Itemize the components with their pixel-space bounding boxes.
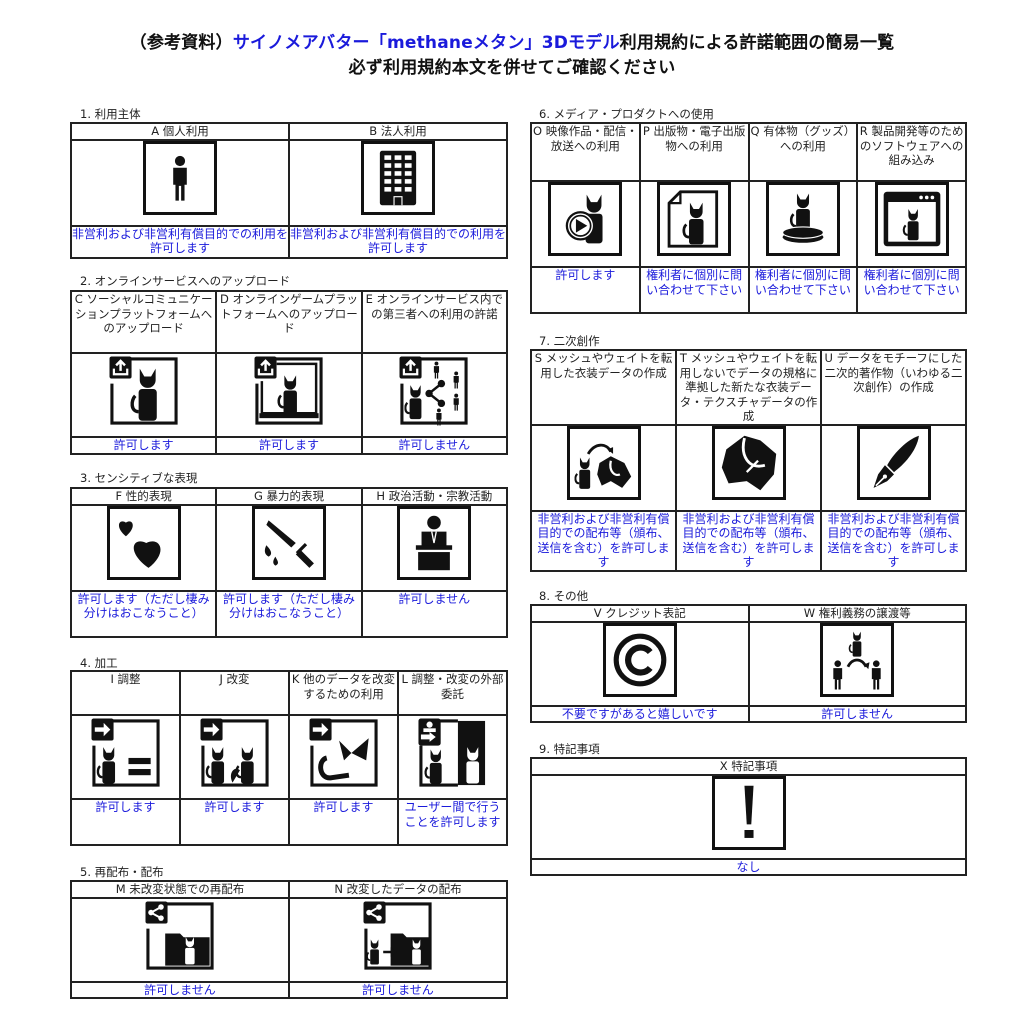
result-game-platform-upload: 許可します: [215, 436, 363, 455]
header-physical-goods: Q 有体物（グッズ）への利用: [747, 122, 859, 182]
building-icon: [361, 140, 435, 215]
result-special-notes: なし: [530, 857, 967, 876]
header-credit-notation: V クレジット表記: [530, 604, 750, 623]
header-video-streaming: O 映像作品・配信・放送への利用: [530, 122, 641, 182]
result-corporate-use: 非営利および非営利有償目的での利用を許可します: [288, 224, 508, 259]
result-credit-notation: 不要ですがあると嬉しいです: [530, 704, 750, 723]
result-physical-goods: 権利者に個別に問い合わせて下さい: [747, 266, 859, 314]
outsource-icon: [415, 716, 490, 790]
section-label-media-products: 6. メディア・プロダクトへの使用: [539, 107, 714, 121]
header-corporate-use: B 法人利用: [288, 122, 508, 141]
result-rights-transfer: 許可しません: [747, 704, 967, 723]
table-media-products: O 映像作品・配信・放送への利用 P 出版物・電子出版物への利用 Q 有体物（グ…: [530, 122, 967, 314]
header-social-platform-upload: C ソーシャルコミュニケーションプラットフォームへのアップロード: [69, 290, 218, 354]
header-game-platform-upload: D オンラインゲームプラットフォームへのアップロード: [215, 290, 363, 354]
result-publications: 権利者に個別に問い合わせて下さい: [638, 266, 750, 314]
header-unmodified-redistribution: M 未改変状態での再配布: [70, 880, 290, 899]
result-violent-expression: 許可します（ただし棲み分けはおこなうこと）: [215, 589, 363, 638]
section-label-sensitive-expression: 3. センシティブな表現: [80, 471, 198, 485]
title-product-name: サイノメアバター「methaneメタン」3Dモデル: [232, 33, 620, 53]
result-video-streaming: 許可します: [530, 266, 641, 314]
header-modification: J 改変: [179, 670, 290, 716]
result-clothing-with-mesh: 非営利および非営利有償目的での配布等（頒布、送信を含む）を許可します: [530, 509, 677, 572]
figure-goods-icon: [765, 182, 840, 256]
knife-icon: [251, 505, 326, 580]
modify-avatar-icon: [197, 716, 272, 790]
result-unmodified-redistribution: 許可しません: [70, 980, 290, 999]
result-third-party-license: 許可しません: [360, 436, 509, 455]
transfer-rights-icon: [820, 622, 895, 697]
avatar-to-clothing-icon: [566, 425, 641, 500]
upload-avatar-icon: [106, 354, 181, 428]
table-processing: I 調整 J 改変 K 他のデータを改変するための利用 L 調整・改変の外部委託: [70, 670, 508, 846]
share-folder-icon: [143, 898, 217, 973]
header-political-religious: H 政治活動・宗教活動: [360, 487, 509, 506]
video-play-icon: [548, 182, 623, 256]
header-publications: P 出版物・電子出版物への利用: [638, 122, 750, 182]
header-modified-distribution: N 改変したデータの配布: [288, 880, 508, 899]
result-outsourcing: ユーザー間で行うことを許可します: [397, 798, 508, 846]
section-label-processing: 4. 加工: [80, 656, 118, 670]
table-redistribution: M 未改変状態での再配布 N 改変したデータの配布 許可しません 許可しません: [70, 880, 508, 999]
section-label-others: 8. その他: [539, 589, 589, 603]
software-window-icon: [874, 182, 949, 256]
header-rights-transfer: W 権利義務の譲渡等: [747, 604, 967, 623]
result-adjustment: 許可します: [70, 798, 181, 846]
header-adjustment: I 調整: [70, 670, 181, 716]
table-special-notes: X 特記事項 なし: [530, 757, 967, 876]
table-usage-subject: A 個人利用 B 法人利用 非営利および非営利有償目的での利用を許可します 非営…: [70, 122, 508, 259]
header-clothing-texture-new: T メッシュやウェイトを転用しないでデータの規格に準拠した新たな衣装データ・テク…: [675, 349, 822, 426]
copyright-icon: [602, 622, 677, 697]
header-derivative-creation: U データをモチーフにした二次的著作物（いわゆる二次創作）の作成: [820, 349, 967, 426]
parts-reuse-icon: [306, 716, 381, 790]
header-special-notes: X 特記事項: [530, 757, 967, 776]
table-sensitive-expression: F 性的表現 G 暴力的表現 H 政治活動・宗教活動 許可します（ただし棲み分け…: [69, 487, 509, 638]
title-prefix: （参考資料）: [129, 33, 233, 53]
header-third-party-license: E オンラインサービス内での第三者への利用の許諾: [360, 290, 509, 354]
section-label-online-upload: 2. オンラインサービスへのアップロード: [80, 274, 291, 288]
podium-speaker-icon: [397, 505, 472, 580]
table-others: V クレジット表記 W 権利義務の譲渡等 不要ですがあると嬉しいです 許可しませ…: [530, 604, 967, 723]
section-label-usage-subject: 1. 利用主体: [80, 107, 141, 121]
pen-nib-icon: [856, 425, 931, 500]
hearts-icon: [106, 505, 181, 580]
header-clothing-with-mesh: S メッシュやウェイトを転用した衣装データの作成: [530, 349, 677, 426]
exclamation-icon: [711, 775, 786, 850]
person-icon: [143, 140, 217, 215]
result-modified-distribution: 許可しません: [288, 980, 508, 999]
section-label-derivative-works: 7. 二次創作: [539, 334, 600, 348]
title-suffix: 利用規約による許諾範囲の簡易一覧: [619, 33, 895, 53]
header-individual-use: A 個人利用: [70, 122, 290, 141]
adjust-equal-icon: [88, 716, 163, 790]
result-use-for-other-data: 許可します: [288, 798, 399, 846]
document-publication-icon: [657, 182, 732, 256]
result-clothing-texture-new: 非営利および非営利有償目的での配布等（頒布、送信を含む）を許可します: [675, 509, 822, 572]
header-use-for-other-data: K 他のデータを改変するための利用: [288, 670, 399, 716]
result-individual-use: 非営利および非営利有償目的での利用を許可します: [70, 224, 290, 259]
header-outsourcing: L 調整・改変の外部委託: [397, 670, 508, 716]
section-label-special-notes: 9. 特記事項: [539, 742, 600, 756]
section-label-redistribution: 5. 再配布・配布: [80, 865, 164, 879]
page-subtitle: 必ず利用規約本文を併せてご確認ください: [348, 58, 676, 78]
header-violent-expression: G 暴力的表現: [215, 487, 363, 506]
table-derivative-works: S メッシュやウェイトを転用した衣装データの作成 T メッシュやウェイトを転用し…: [530, 349, 967, 572]
upload-game-platform-icon: [251, 354, 326, 428]
result-derivative-creation: 非営利および非営利有償目的での配布等（頒布、送信を含む）を許可します: [820, 509, 967, 572]
result-political-religious: 許可しません: [360, 589, 509, 638]
clothing-icon: [711, 425, 786, 500]
share-modified-folder-icon: [361, 898, 435, 973]
result-modification: 許可します: [179, 798, 290, 846]
result-social-platform-upload: 許可します: [69, 436, 218, 455]
result-software-embedding: 権利者に個別に問い合わせて下さい: [856, 266, 967, 314]
page-title: （参考資料）サイノメアバター「methaneメタン」3Dモデル利用規約による許諾…: [0, 28, 1024, 53]
table-online-upload: C ソーシャルコミュニケーションプラットフォームへのアップロード D オンライン…: [69, 290, 509, 455]
result-sexual-expression: 許可します（ただし棲み分けはおこなうこと）: [69, 589, 218, 638]
upload-share-third-party-icon: [397, 354, 472, 428]
header-sexual-expression: F 性的表現: [69, 487, 218, 506]
header-software-embedding: R 製品開発等のためのソフトウェアへの組み込み: [856, 122, 967, 182]
